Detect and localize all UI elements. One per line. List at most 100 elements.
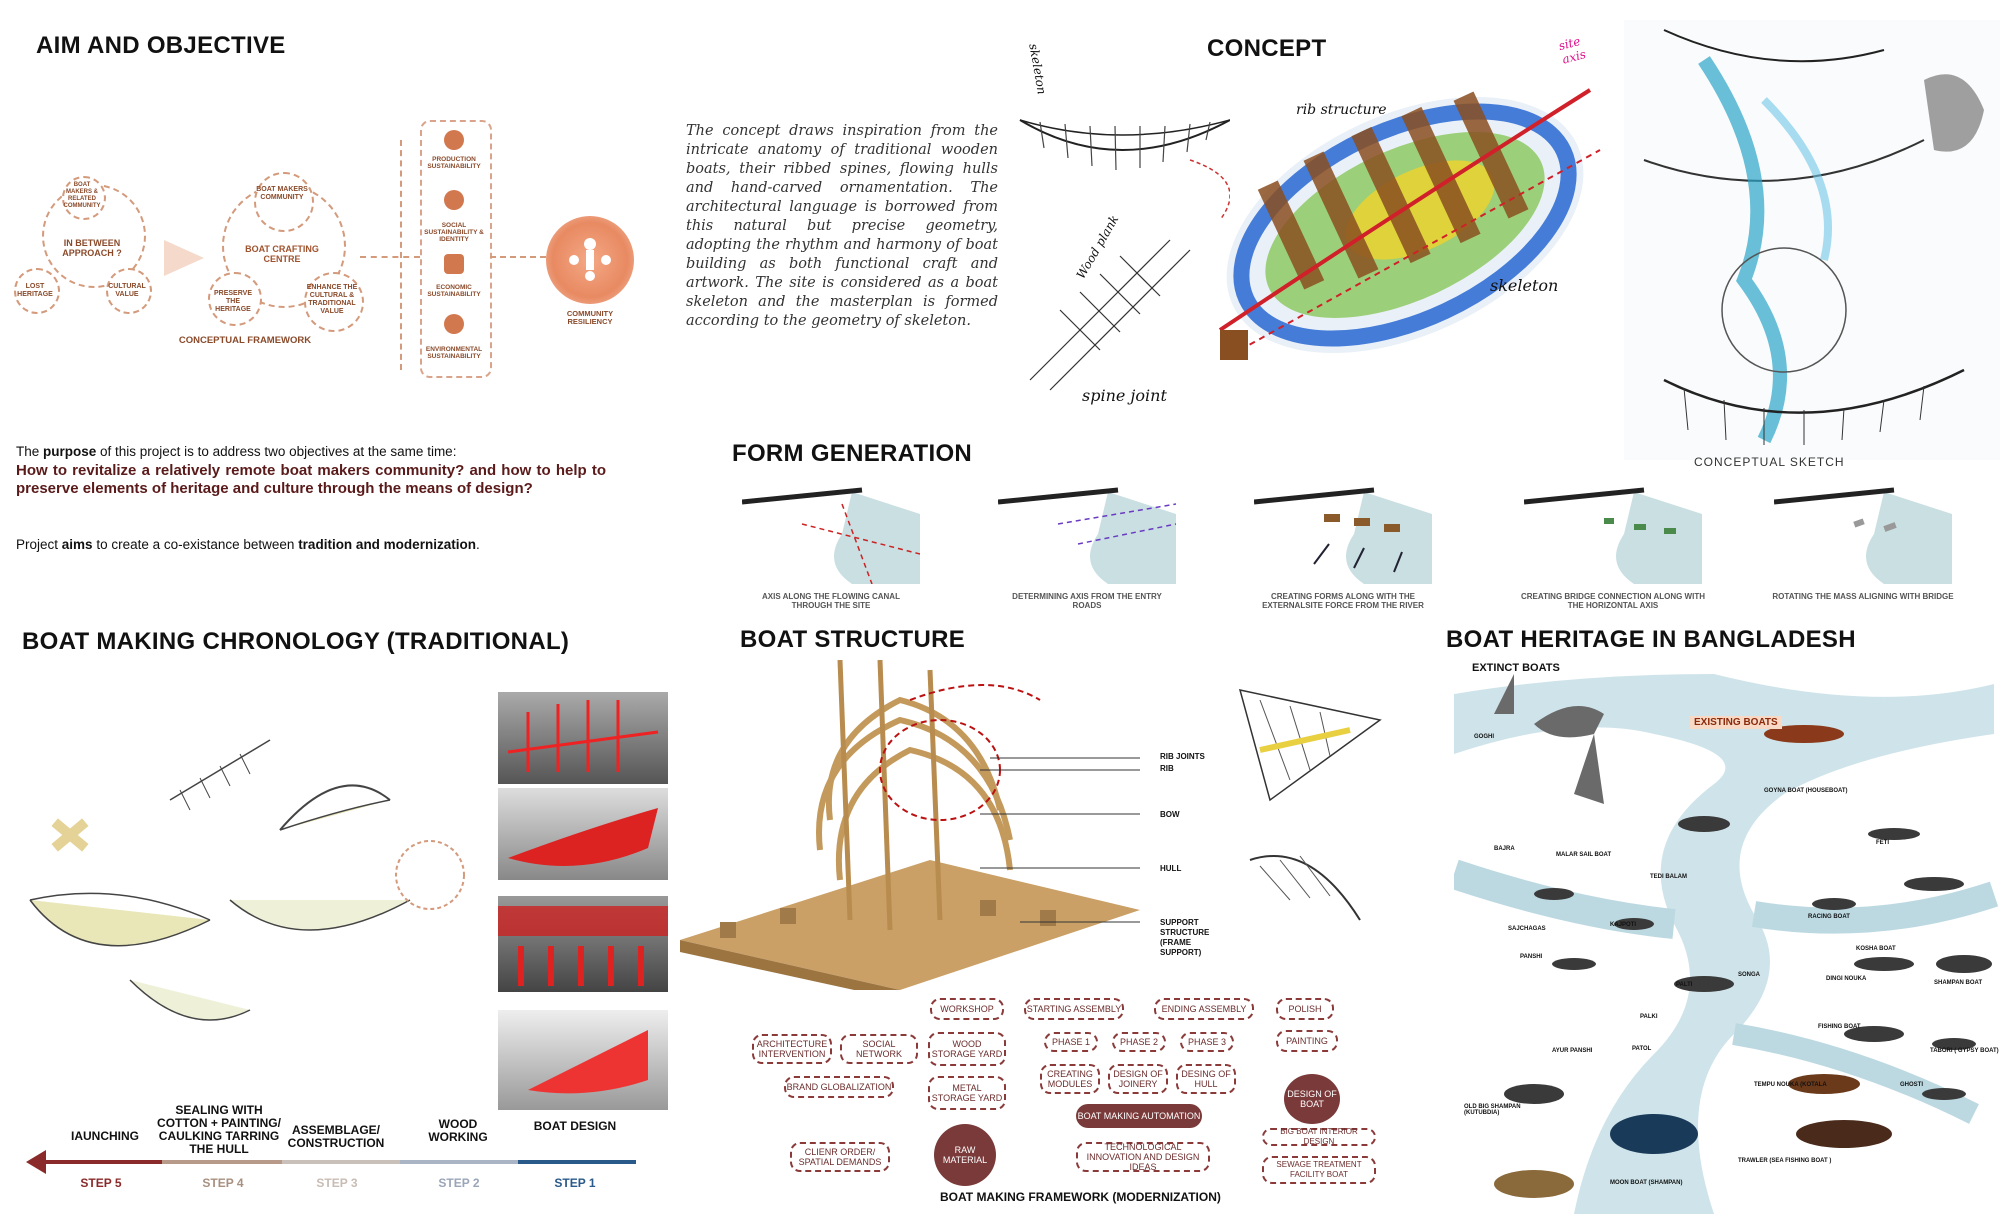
photo-2: [498, 788, 668, 880]
boat-racing: RACING BOAT: [1808, 914, 1850, 920]
concept-text: The concept draws inspiration from the i…: [686, 123, 998, 329]
sustainability-box: [420, 120, 492, 378]
fw-client-order: CLIENR ORDER/ SPATIAL DEMANDS: [790, 1142, 890, 1172]
boat-bajra: BAJRA: [1494, 846, 1515, 852]
fw-joinery: DESIGN OF JOINERY: [1108, 1064, 1168, 1094]
fw-tech-innovation: TECHNOLOGICAL INNOVATION AND DESIGN IDEA…: [1076, 1142, 1210, 1172]
timeline-segment-5: [32, 1160, 162, 1164]
label-rib: RIB: [1160, 764, 1174, 773]
fw-architecture: ARCHITECTURE INTERVENTION: [752, 1034, 832, 1064]
fw-metal-storage: METAL STORAGE YARD: [928, 1076, 1006, 1110]
sketch-label-spine: spine joint: [1082, 386, 1167, 405]
timeline-segment-3: [282, 1160, 400, 1164]
form-step-4-label: CREATING BRIDGE CONNECTION ALONG WITH TH…: [1521, 592, 1705, 610]
fw-sewage: SEWAGE TREATMENT FACILITY BOAT: [1262, 1156, 1376, 1184]
aims-text: Project aims to create a co-existance be…: [16, 537, 480, 552]
step-3-num: STEP 3: [316, 1176, 358, 1190]
boat-kosha: KOSHA BOAT: [1856, 946, 1896, 952]
form-generation-title: FORM GENERATION: [732, 440, 973, 467]
photo-4: [498, 1010, 668, 1110]
circle2-left: PRESERVE THE HERITAGE: [214, 290, 252, 313]
community-resiliency-icon: [546, 216, 634, 304]
goal-economic: ECONOMIC SUSTAINABILITY: [427, 284, 481, 298]
skeleton-sketch: [1019, 119, 1230, 391]
boat-trawler: TRAWLER (SEA FISHING BOAT ): [1738, 1158, 1832, 1164]
fw-phase-1: PHASE 1: [1044, 1032, 1098, 1052]
boat-fishing: FISHING BOAT: [1818, 1024, 1861, 1030]
heritage-river-map: [1454, 674, 1999, 1214]
circle2-center: BOAT CRAFTING CENTRE: [245, 244, 319, 264]
boat-ayur: AYUR PANSHI: [1552, 1048, 1593, 1054]
boat-goghi: GOGHI: [1474, 734, 1495, 740]
label-rib-joints: RIB JOINTS: [1160, 752, 1205, 761]
label-hull: HULL: [1160, 864, 1182, 873]
step-5-label: IAUNCHING: [71, 1129, 139, 1143]
circle1-center: IN BETWEEN APPROACH ?: [62, 238, 122, 258]
conceptual-sketch: [1624, 20, 2000, 460]
boat-structure-model: [680, 660, 1140, 990]
step-2-label: WOOD WORKING: [428, 1117, 488, 1144]
boat-shampan: SHAMPAN BOAT: [1934, 980, 1983, 986]
fw-phase-2: PHASE 2: [1112, 1032, 1166, 1052]
fw-automation: BOAT MAKING AUTOMATION: [1076, 1104, 1202, 1128]
fw-interior: BIG BOAT INTERIOR DESIGN: [1262, 1127, 1376, 1146]
boat-palki: PALKI: [1640, 1014, 1658, 1020]
fw-polish: POLISH: [1276, 998, 1334, 1020]
timeline-arrow-icon: [26, 1150, 46, 1174]
photo-1: [498, 692, 668, 784]
timeline-segment-2: [400, 1160, 518, 1164]
step-1-label: BOAT DESIGN: [533, 1119, 617, 1133]
aim-title: AIM AND OBJECTIVE: [36, 32, 286, 59]
people-icon: [444, 190, 464, 210]
extinct-label: EXTINCT BOATS: [1472, 662, 1560, 674]
fw-workshop: WORKSHOP: [930, 998, 1004, 1020]
framework-title: BOAT MAKING FRAMEWORK (MODERNIZATION): [940, 1190, 1221, 1204]
form-step-1-label: AXIS ALONG THE FLOWING CANAL THROUGH THE…: [762, 592, 900, 610]
boat-old-shampan: OLD BIG SHAMPAN (KUTUBDIA): [1464, 1104, 1521, 1116]
circle2-top: BOAT MAKERS COMMUNITY: [256, 186, 308, 201]
boat-moon: MOON BOAT (SHAMPAN): [1610, 1180, 1683, 1186]
fw-social-network: SOCIAL NETWORK: [840, 1034, 918, 1064]
boat-malar: MALAR SAIL BOAT: [1556, 852, 1612, 858]
existing-label: EXISTING BOATS: [1690, 716, 1782, 729]
boat-tedi: TEDI BALAM: [1650, 874, 1687, 880]
form-step-2-diagram: [998, 487, 1176, 584]
boat-tabori: TABORI ( GYPSY BOAT): [1930, 1048, 1999, 1054]
leaf-icon: [444, 314, 464, 334]
step-3-label: ASSEMBLAGE/ CONSTRUCTION: [287, 1123, 385, 1150]
goal-environmental: ENVIRONMENTAL SUSTAINABILITY: [425, 346, 483, 360]
circle1-left: LOST HERITAGE: [17, 283, 53, 298]
fw-raw-material: RAW MATERIAL: [934, 1124, 996, 1186]
conceptual-sketch-caption: CONCEPTUAL SKETCH: [1694, 455, 1845, 469]
fw-design-boat: DESIGN OF BOAT: [1284, 1074, 1340, 1124]
fw-painting: PAINTING: [1276, 1030, 1338, 1052]
boat-dingi: DINGI NOUKA: [1826, 976, 1867, 982]
form-step-5-label: ROTATING THE MASS ALIGNING WITH BRIDGE: [1772, 592, 1954, 601]
timeline-segment-4: [162, 1160, 282, 1164]
sketch-label-rib: rib structure: [1296, 102, 1387, 118]
resiliency-label: COMMUNITY RESILIENCY: [566, 309, 614, 326]
boat-panshi: PANSHI: [1520, 954, 1543, 960]
label-support: SUPPORT STRUCTURE (FRAME SUPPORT): [1160, 918, 1210, 957]
boat-kajpoti: KAJPOTI: [1610, 922, 1637, 928]
step-1-num: STEP 1: [554, 1176, 596, 1190]
fw-wood-storage: WOOD STORAGE YARD: [928, 1032, 1006, 1066]
form-step-1-diagram: [742, 487, 920, 584]
boat-goyna: GOYNA BOAT (HOUSEBOAT): [1764, 788, 1848, 794]
step-4-label: SEALING WITH COTTON + PAINTING/ CAULKING…: [157, 1103, 281, 1156]
boat-feti: FETI: [1876, 840, 1889, 846]
step-4-num: STEP 4: [202, 1176, 244, 1190]
label-bow: BOW: [1160, 810, 1180, 819]
timeline-segment-1: [518, 1160, 636, 1164]
step-5-num: STEP 5: [80, 1176, 122, 1190]
research-question: How to revitalize a relatively remote bo…: [16, 462, 606, 497]
concept-title: CONCEPT: [1207, 35, 1327, 62]
arrow-icon: [164, 240, 204, 276]
photo-3: [498, 896, 668, 992]
fw-starting-assembly: STARTING ASSEMBLY: [1024, 998, 1124, 1020]
factory-icon: [444, 130, 464, 150]
fw-brand: BRAND GLOBALIZATION: [784, 1076, 894, 1098]
form-step-5-diagram: [1774, 487, 1952, 584]
goal-production: PRODUCTION SUSTAINABILITY: [427, 156, 481, 170]
form-step-3-diagram: [1254, 487, 1432, 584]
